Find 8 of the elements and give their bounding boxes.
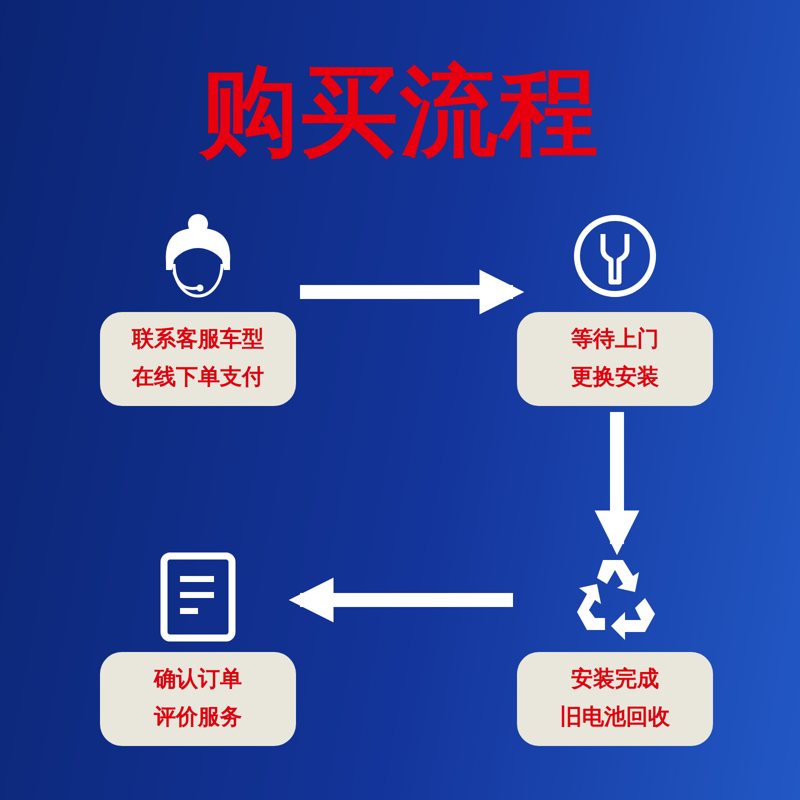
step-box: 确认订单 评价服务	[100, 652, 296, 746]
arrow	[300, 270, 524, 314]
step-box: 等待上门 更换安装	[517, 312, 713, 406]
step-box: 安装完成 旧电池回收	[517, 652, 713, 746]
step-box: 联系客服车型 在线下单支付	[100, 312, 296, 406]
arrow	[288, 578, 513, 622]
title: 购买流程	[198, 54, 601, 171]
arrow	[594, 412, 640, 556]
